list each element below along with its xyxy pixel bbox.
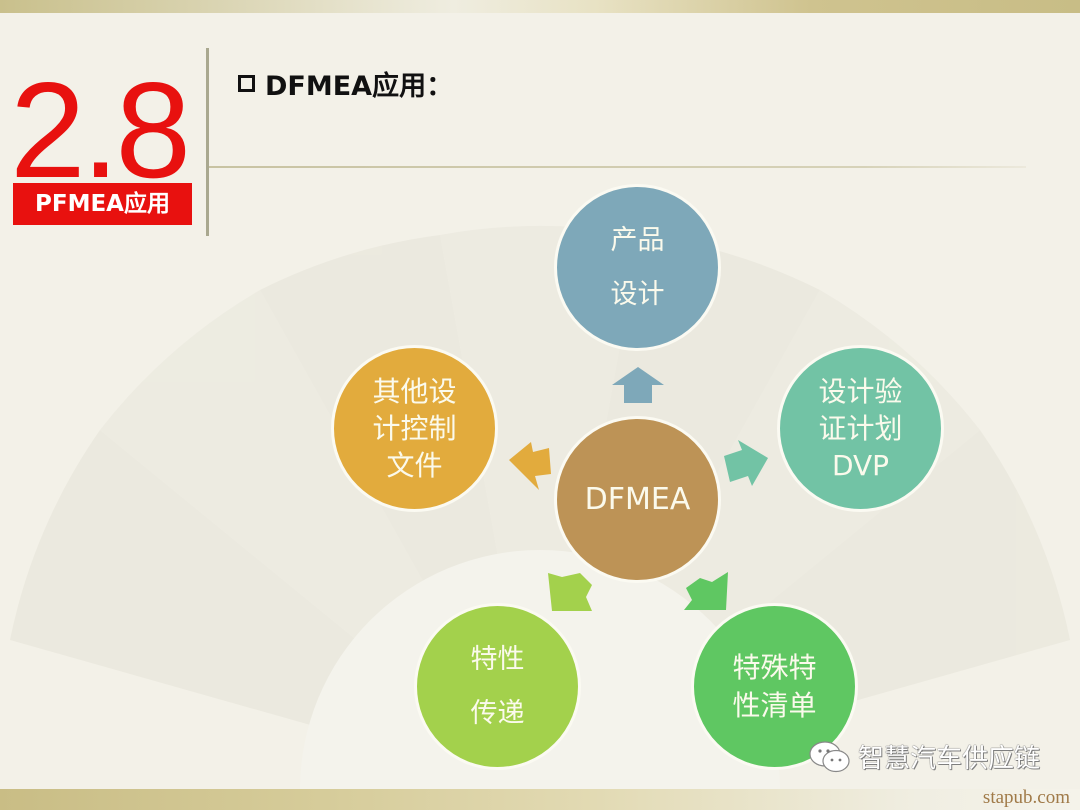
node-other-design-control: 其他设 计控制 文件 — [331, 345, 498, 512]
section-number: 2.8 — [10, 54, 191, 206]
arrow-right-icon — [724, 440, 768, 486]
node-label: 特殊特 性清单 — [732, 650, 817, 722]
arrow-down-left-icon — [548, 573, 592, 611]
node-label: 特性 传递 — [470, 643, 525, 729]
node-label: 其他设 计控制 文件 — [372, 375, 457, 482]
node-center-dfmea: DFMEA — [554, 416, 721, 583]
vertical-divider — [206, 48, 209, 236]
top-decorative-strip — [0, 0, 1080, 13]
node-characteristic-transfer: 特性 传递 — [414, 603, 581, 770]
page-title-text: DFMEA应用： — [265, 71, 454, 102]
wechat-icon — [809, 740, 850, 772]
node-label: 设计验 证计划 DVP — [818, 375, 903, 482]
page-title: DFMEA应用： — [238, 64, 453, 103]
square-bullet-icon — [238, 75, 255, 92]
watermark-text: 智慧汽车供应链 — [858, 744, 1041, 774]
site-watermark: stapub.com — [982, 787, 1070, 808]
node-dvp: 设计验 证计划 DVP — [777, 345, 944, 512]
section-badge: PFMEA应用 — [13, 183, 192, 225]
arrow-down-right-icon — [684, 572, 728, 610]
node-label: DFMEA — [584, 482, 691, 517]
horizontal-divider — [209, 166, 1026, 168]
arrow-up-icon — [612, 367, 664, 403]
watermark: 智慧汽车供应链 — [808, 738, 1040, 775]
arrow-left-icon — [509, 442, 551, 490]
node-product-design: 产品 设计 — [554, 184, 721, 351]
node-label: 产品 设计 — [610, 224, 665, 310]
bottom-decorative-strip — [0, 789, 1080, 810]
